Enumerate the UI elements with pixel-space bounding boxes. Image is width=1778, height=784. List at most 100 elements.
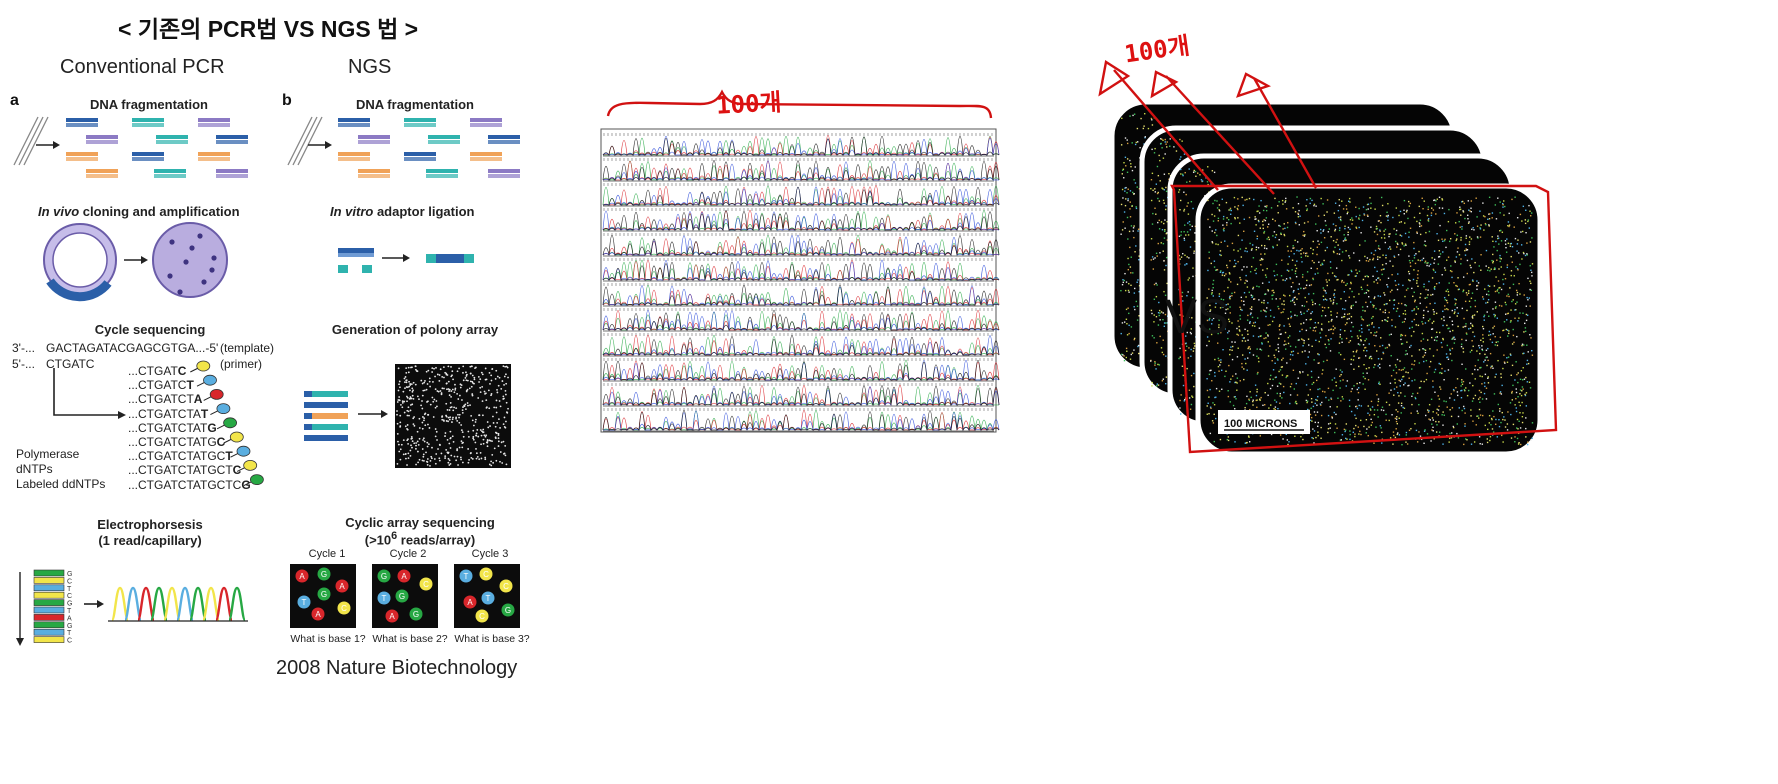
- cluster-dot: [1473, 314, 1476, 316]
- cluster-dot: [1131, 205, 1133, 207]
- cluster-dot: [1182, 384, 1185, 387]
- cluster-dot: [1461, 409, 1463, 412]
- cluster-dot: [1226, 332, 1229, 334]
- cluster-dot: [1283, 223, 1285, 225]
- cluster-dot: [1507, 221, 1510, 223]
- cluster-dot: [1474, 378, 1476, 380]
- polony-dot: [404, 376, 407, 378]
- cluster-dot: [1327, 306, 1330, 309]
- cluster-dot: [1123, 321, 1126, 323]
- cluster-dot: [1454, 308, 1456, 311]
- cluster-dot: [1456, 234, 1459, 237]
- cluster-dot: [1186, 205, 1188, 207]
- cluster-dot: [1390, 375, 1393, 377]
- cluster-dot: [1330, 236, 1332, 238]
- cluster-dot: [1154, 257, 1156, 259]
- cluster-dot: [1405, 371, 1407, 373]
- cluster-dot: [1143, 143, 1145, 145]
- cluster-dot: [1489, 439, 1491, 442]
- cluster-dot: [1445, 246, 1447, 249]
- cluster-dot: [1427, 206, 1430, 208]
- cluster-dot: [1263, 230, 1266, 233]
- cluster-dot: [1419, 219, 1422, 221]
- cluster-dot: [1508, 295, 1510, 298]
- cluster-dot: [1383, 230, 1385, 232]
- cluster-dot: [1270, 404, 1272, 406]
- cluster-dot: [1358, 404, 1360, 407]
- cluster-dot: [1263, 232, 1265, 234]
- sequencing-product: ...CTGATCT: [128, 378, 194, 392]
- fragment-strand: [470, 123, 502, 127]
- cluster-dot: [1421, 321, 1423, 323]
- cluster-dot: [1208, 412, 1210, 415]
- cluster-dot: [1160, 221, 1163, 223]
- polony-dot: [416, 430, 419, 433]
- polony-dot: [504, 365, 507, 368]
- cluster-dot: [1158, 301, 1160, 304]
- cluster-dot: [1295, 222, 1297, 225]
- polony-dot: [435, 453, 438, 455]
- cluster-dot: [1519, 404, 1521, 407]
- cluster-dot: [1179, 209, 1181, 211]
- cluster-dot: [1349, 201, 1351, 203]
- cluster-dot: [1364, 255, 1366, 258]
- polony-dot: [450, 454, 453, 457]
- cluster-dot: [1248, 352, 1251, 354]
- b-step-cyclic-array: Cyclic array sequencing: [345, 515, 495, 530]
- polony-dot: [485, 378, 488, 381]
- cluster-dot: [1246, 369, 1248, 371]
- cluster-dot: [1278, 325, 1281, 328]
- cluster-dot: [1468, 221, 1470, 223]
- cluster-dot: [1312, 240, 1314, 243]
- cluster-dot: [1399, 210, 1402, 213]
- polony-dot: [397, 367, 400, 370]
- cluster-dot: [1218, 326, 1220, 329]
- cluster-dot: [1300, 253, 1302, 255]
- cluster-dot: [1237, 250, 1239, 252]
- cluster-dot: [1260, 396, 1262, 399]
- cluster-dot: [1493, 268, 1495, 271]
- polony-dot: [411, 437, 413, 440]
- cluster-dot: [1320, 232, 1322, 234]
- cluster-dot: [1357, 343, 1360, 345]
- cluster-dot: [1166, 322, 1169, 324]
- cluster-dot: [1520, 370, 1523, 372]
- cluster-dot: [1337, 278, 1339, 281]
- cluster-dot: [1326, 284, 1329, 287]
- cluster-dot: [1313, 411, 1316, 413]
- cluster-dot: [1264, 293, 1267, 295]
- cluster-dot: [1307, 221, 1309, 223]
- cluster-dot: [1484, 359, 1486, 361]
- cluster-dot: [1389, 364, 1391, 367]
- cluster-dot: [1491, 418, 1493, 421]
- polony-dot: [461, 431, 464, 433]
- cluster-dot: [1245, 274, 1247, 277]
- cluster-dot: [1308, 284, 1311, 287]
- base-signal-dot: [377, 591, 391, 605]
- cluster-dot: [1404, 318, 1407, 320]
- cluster-dot: [1252, 322, 1255, 324]
- cluster-dot: [1418, 222, 1421, 224]
- polony-dot: [441, 387, 444, 390]
- polony-dot: [444, 432, 447, 434]
- polony-dot: [436, 373, 439, 376]
- cluster-dot: [1252, 335, 1255, 337]
- polony-dot: [442, 366, 445, 369]
- cluster-dot: [1482, 328, 1485, 330]
- arrow-head-icon: [325, 141, 332, 149]
- cluster-dot: [1456, 432, 1458, 435]
- polony-dot: [421, 448, 424, 450]
- cluster-dot: [1351, 223, 1353, 225]
- cluster-dot: [1433, 250, 1436, 252]
- cluster-dot: [1501, 384, 1503, 387]
- cluster-dot: [1229, 213, 1232, 215]
- cluster-dot: [1310, 284, 1313, 286]
- cluster-dot: [1423, 309, 1425, 312]
- cluster-dot: [1411, 310, 1413, 312]
- cluster-dot: [1131, 142, 1133, 144]
- cluster-dot: [1409, 227, 1412, 229]
- cluster-dot: [1509, 402, 1512, 404]
- cluster-dot: [1410, 427, 1412, 430]
- cluster-dot: [1138, 259, 1140, 261]
- cluster-dot: [1516, 243, 1519, 245]
